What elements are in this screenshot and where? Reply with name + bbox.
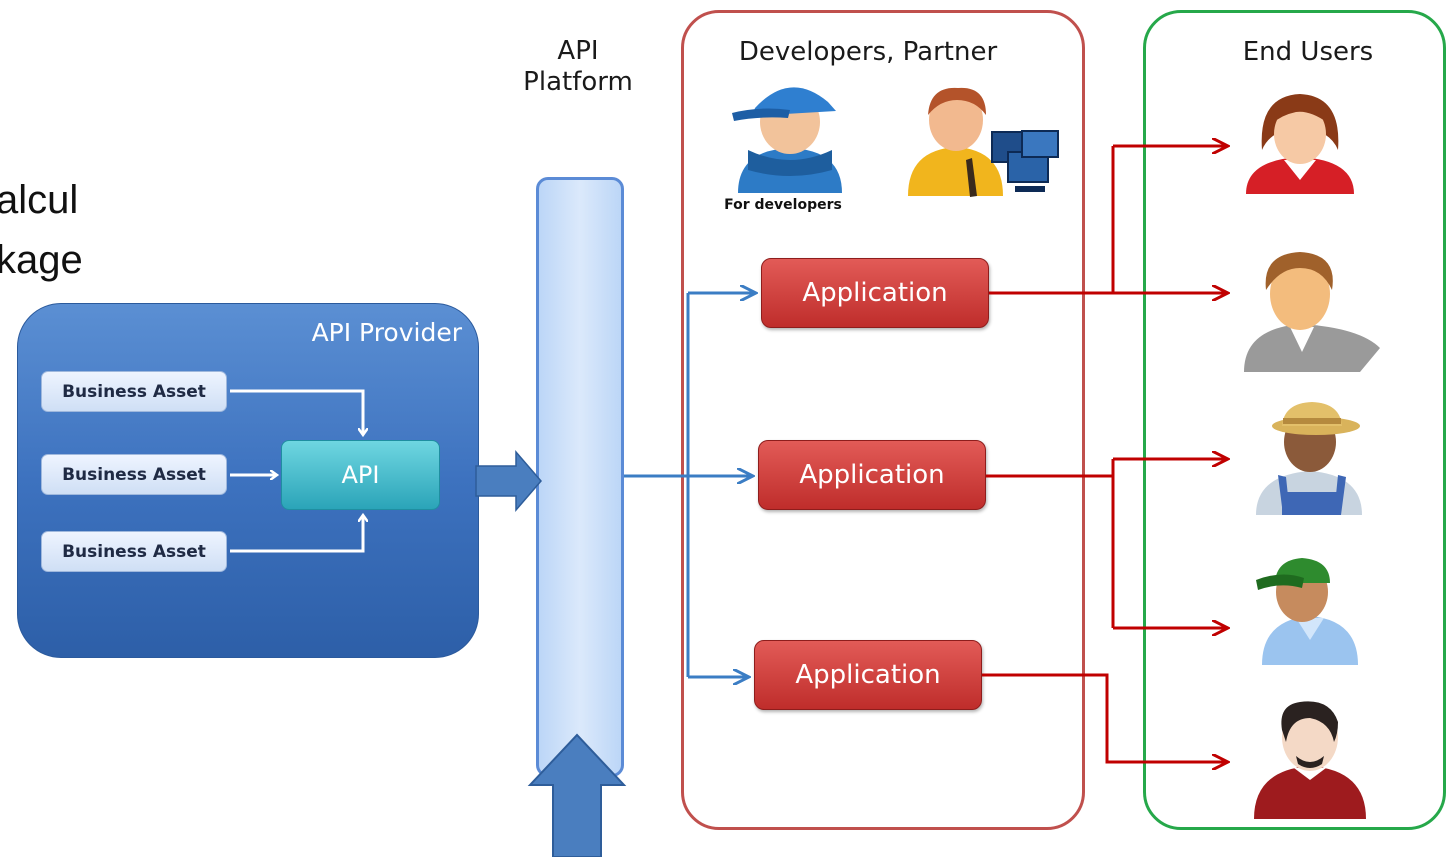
platform-connectors	[624, 293, 756, 677]
platform-title-line1: API	[557, 36, 599, 66]
woman-user-icon	[1246, 94, 1354, 194]
platform-title-line2: Platform	[523, 67, 633, 97]
developer-cap-icon	[732, 87, 842, 193]
cutoff-text-line2: kage	[0, 238, 83, 282]
api-provider-title: API Provider	[311, 318, 462, 347]
asset1-connector	[230, 389, 363, 434]
developers-title: Developers, Partner	[738, 37, 998, 67]
cutoff-text-line1: alcul	[0, 178, 79, 222]
business-asset-1: Business Asset	[41, 371, 227, 412]
application-connectors	[982, 146, 1228, 762]
developers-panel	[681, 10, 1085, 830]
api-box: API	[281, 440, 440, 510]
end-users-title: End Users	[1242, 37, 1374, 67]
provider-to-platform-arrow	[475, 449, 542, 513]
for-developers-label: For developers	[724, 197, 842, 213]
api-platform-bar	[536, 177, 624, 777]
end-users-panel	[1143, 10, 1446, 830]
green-cap-user-icon	[1256, 558, 1358, 665]
upward-arrow	[527, 733, 627, 857]
application-3: Application	[754, 640, 982, 710]
farmer-user-icon	[1256, 402, 1362, 515]
partner-computer-icon	[908, 87, 1059, 197]
business-asset-3: Business Asset	[41, 531, 227, 572]
application-1: Application	[761, 258, 989, 328]
asset3-connector	[230, 516, 363, 553]
bearded-user-icon	[1254, 701, 1366, 819]
asset-connectors	[230, 389, 363, 553]
business-asset-2: Business Asset	[41, 454, 227, 495]
man-user-icon	[1244, 252, 1380, 372]
platform-title: API Platform	[500, 36, 656, 98]
application-2: Application	[758, 440, 986, 510]
